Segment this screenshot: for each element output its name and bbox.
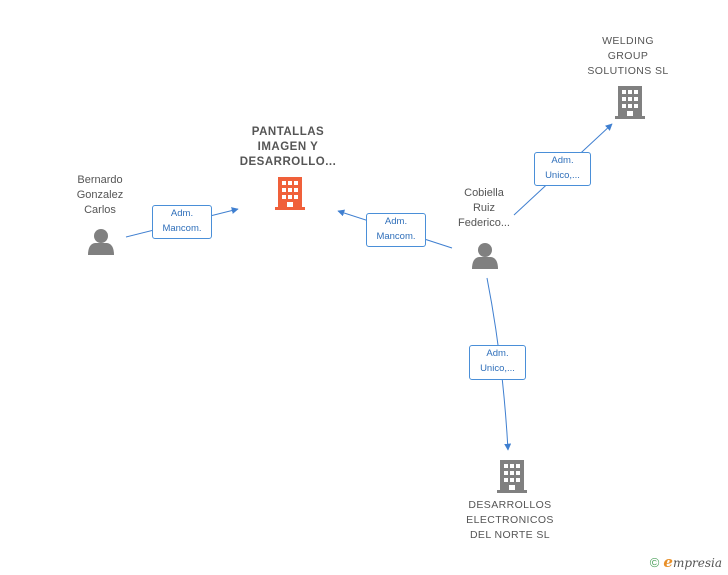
label-line: SOLUTIONS SL [587, 65, 669, 77]
edge-label-line: Unico,... [480, 363, 515, 374]
label-line: Federico... [458, 217, 510, 229]
building-icon-welding[interactable] [615, 86, 645, 119]
label-line: Carlos [84, 204, 116, 216]
label-line: DEL NORTE SL [469, 529, 551, 541]
copyright-brand: ©empresia [650, 553, 722, 571]
building-icon-main[interactable] [275, 177, 305, 210]
company-label-desarrollos[interactable]: DESARROLLOS ELECTRONICOS DEL NORTE SL [448, 498, 572, 543]
label-line: ELECTRONICOS [466, 514, 554, 526]
person-label-bernardo[interactable]: Bernardo Gonzalez Carlos [54, 173, 146, 218]
label-line: IMAGEN Y [257, 141, 319, 153]
label-line: Bernardo [77, 174, 123, 186]
edge-label-cobiella-pantallas[interactable]: Adm. Mancom. [366, 213, 426, 247]
label-line: DESARROLLO... [239, 156, 337, 168]
edge-label-cobiella-desarrollos[interactable]: Adm. Unico,... [469, 345, 526, 380]
edge-label-line: Mancom. [162, 223, 202, 234]
edge-label-bernardo-pantallas[interactable]: Adm. Mancom. [152, 205, 212, 239]
company-label-welding[interactable]: WELDING GROUP SOLUTIONS SL [568, 34, 688, 79]
brand-initial: e [663, 553, 673, 571]
edge-label-line: Adm. [486, 348, 509, 359]
label-line: WELDING [602, 35, 654, 47]
label-line: PANTALLAS [251, 126, 325, 138]
label-line: Ruiz [472, 202, 495, 214]
edge-label-line: Adm. [384, 216, 408, 227]
edge-label-line: Adm. [170, 208, 194, 219]
person-icon-bernardo[interactable] [88, 229, 114, 255]
edge-label-line: Adm. [551, 155, 574, 166]
label-line: Cobiella [464, 187, 504, 199]
edge-label-cobiella-welding[interactable]: Adm. Unico,... [534, 152, 591, 186]
edge-label-line: Unico,... [545, 170, 580, 181]
edge-label-line: Mancom. [376, 231, 416, 242]
copyright-icon: © [649, 555, 660, 570]
person-icon-cobiella[interactable] [472, 243, 498, 269]
empresia-logo: empresia [663, 553, 722, 571]
brand-rest: mpresia [672, 556, 722, 570]
label-line: GROUP [607, 50, 649, 62]
label-line: Gonzalez [76, 189, 124, 201]
person-label-cobiella[interactable]: Cobiella Ruiz Federico... [438, 186, 530, 231]
company-label-pantallas[interactable]: PANTALLAS IMAGEN Y DESARROLLO... [222, 125, 354, 170]
building-icon-desarrollos[interactable] [497, 460, 527, 493]
label-line: DESARROLLOS [468, 499, 552, 511]
